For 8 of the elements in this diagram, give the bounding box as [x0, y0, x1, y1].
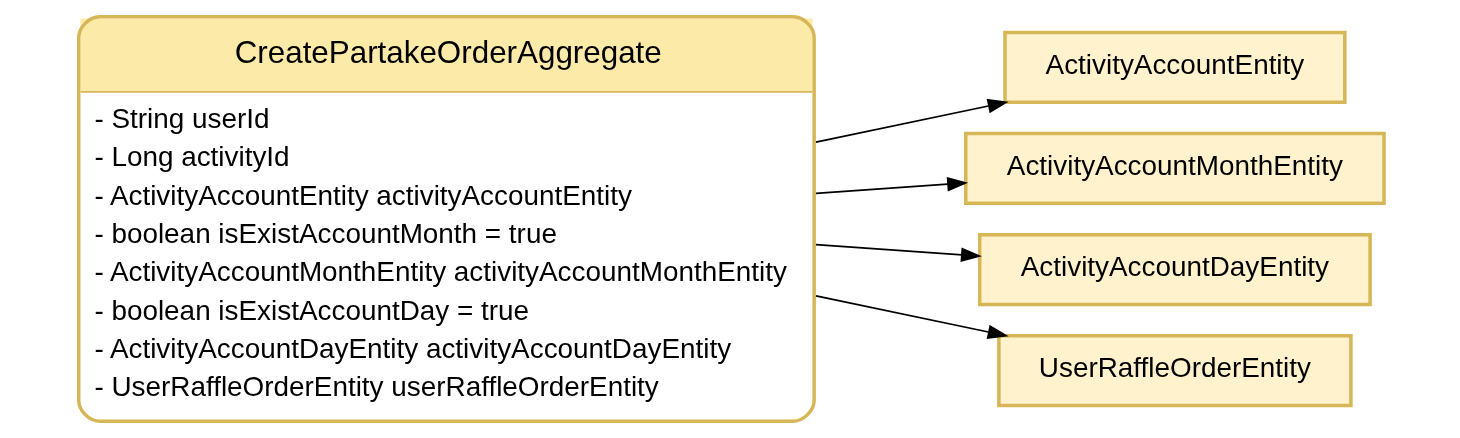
- arrow: [814, 98, 1009, 143]
- node-box: ActivityAccountMonthEntity: [963, 131, 1386, 206]
- arrow: [814, 243, 982, 263]
- node-box: UserRaffleOrderEntity: [996, 334, 1353, 408]
- node-box: ActivityAccountDayEntity: [977, 232, 1372, 307]
- arrow: [814, 295, 1009, 340]
- arrow: [814, 176, 968, 195]
- node-box: ActivityAccountEntity: [1002, 30, 1347, 104]
